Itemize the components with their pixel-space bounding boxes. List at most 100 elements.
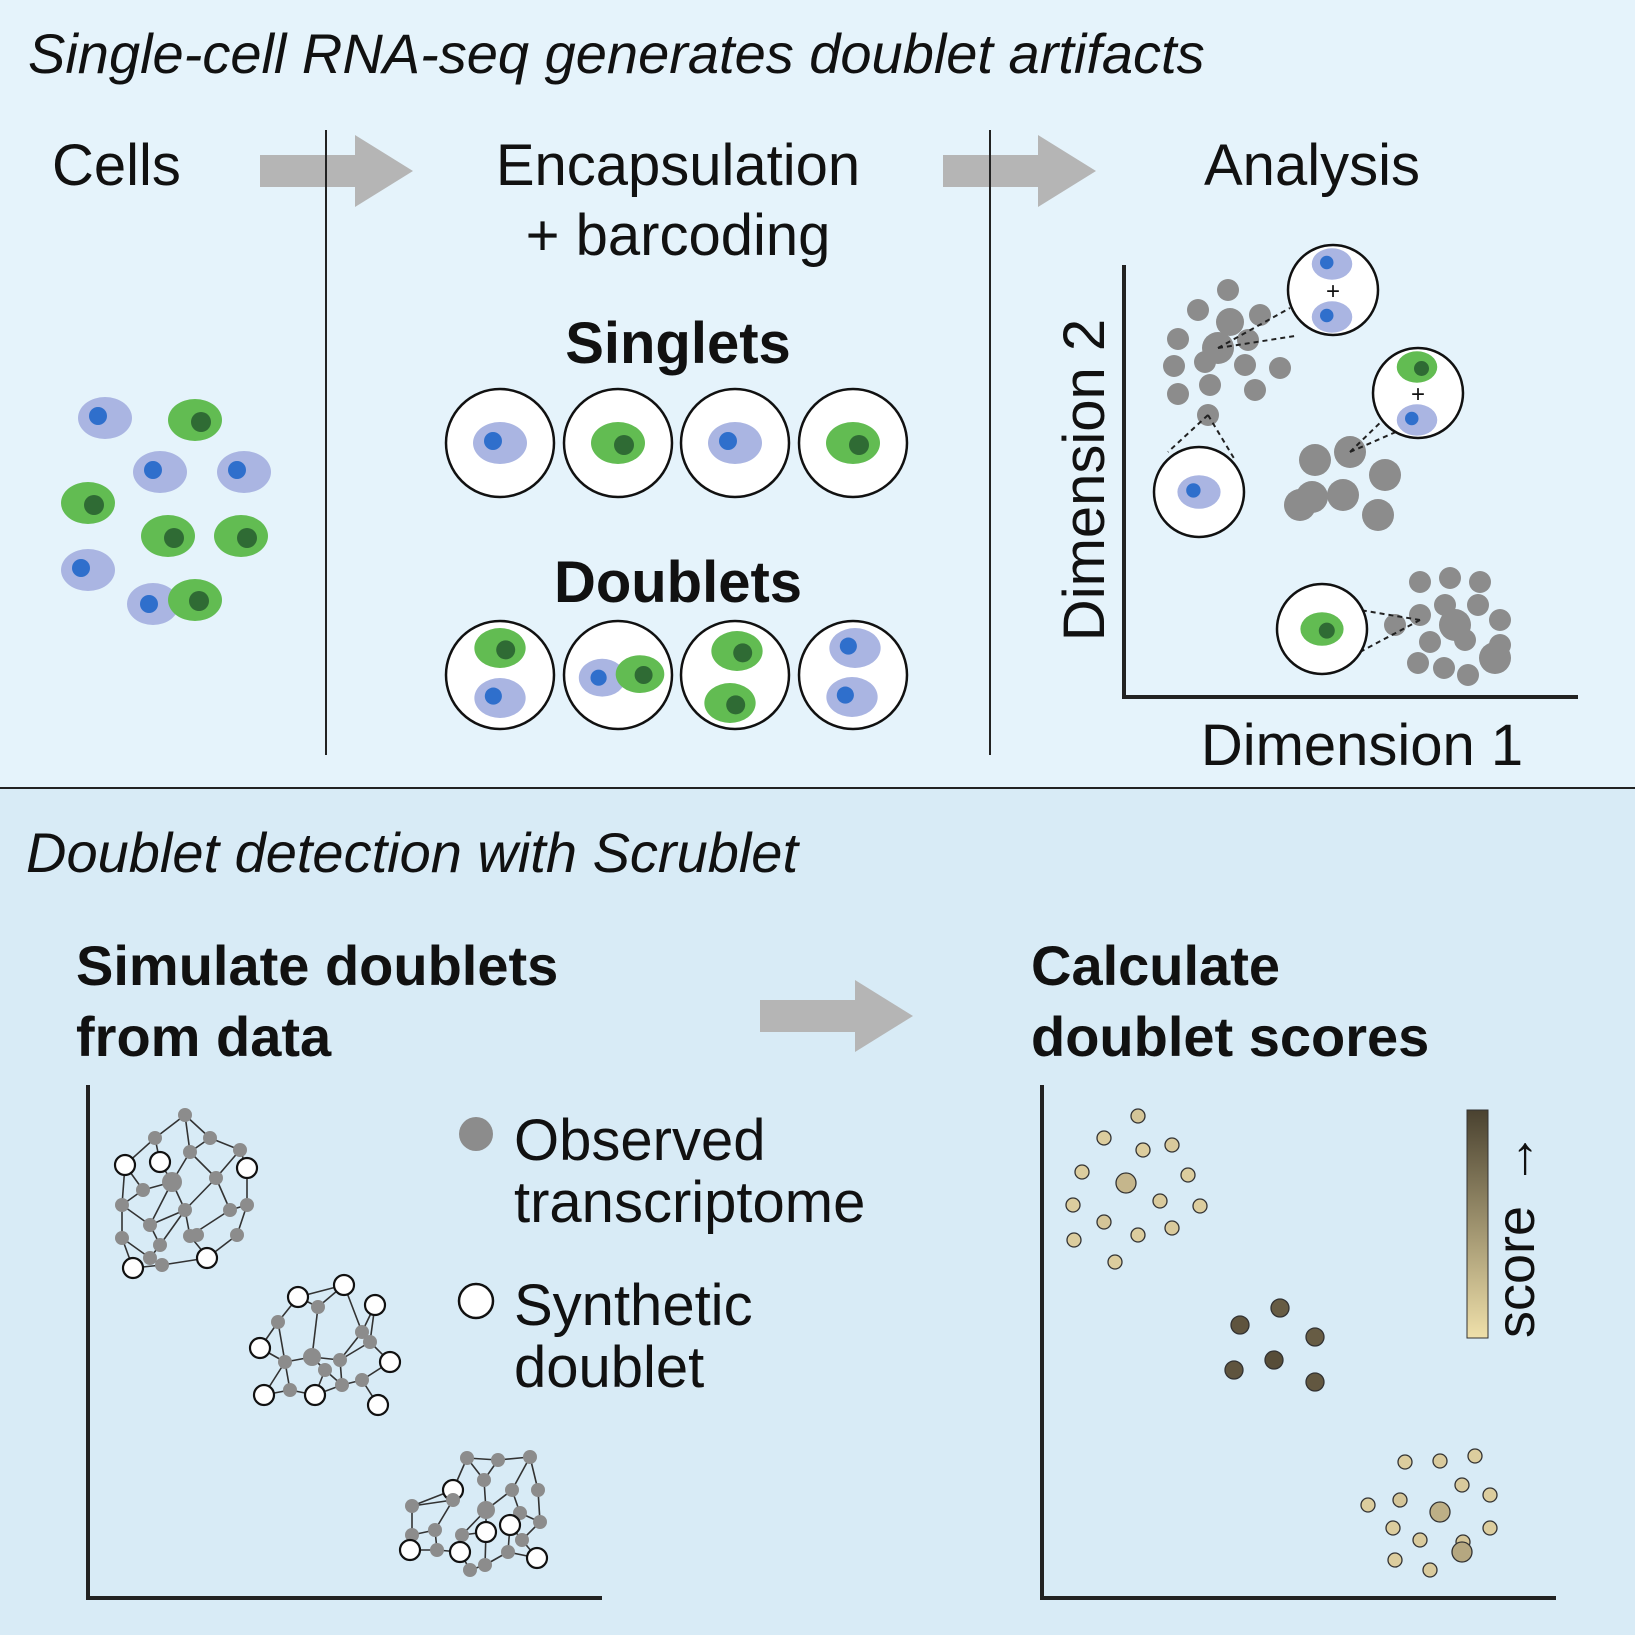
score-point: [1305, 1372, 1325, 1392]
observed-node: [477, 1473, 491, 1487]
score-point: [1074, 1164, 1090, 1180]
observed-node: [333, 1353, 347, 1367]
observed-node: [278, 1355, 292, 1369]
cell-point: [1409, 571, 1431, 593]
analysis-axes: [1122, 265, 1578, 699]
barcoding-label: + barcoding: [526, 203, 831, 268]
cell-point: [1216, 308, 1244, 336]
score-point: [1451, 1541, 1473, 1563]
synthetic-doublet-node: [121, 1256, 145, 1280]
observed-node: [523, 1450, 537, 1464]
cell-point: [1167, 328, 1189, 350]
score-point: [1130, 1227, 1146, 1243]
droplet-icon: [1152, 445, 1246, 539]
synthetic-doublet-node: [113, 1153, 137, 1177]
cell-point: [1269, 357, 1291, 379]
score-point: [1264, 1350, 1284, 1370]
observed-node: [271, 1315, 285, 1329]
cell-point: [1284, 489, 1316, 521]
score-point: [1230, 1315, 1250, 1335]
cell-point: [1479, 642, 1511, 674]
right-arrow-icon: [760, 980, 913, 1052]
zoom-leader-line: [1349, 417, 1386, 453]
droplet-icon: [679, 387, 791, 499]
knn-graph: [398, 1450, 549, 1577]
score-point: [1392, 1492, 1408, 1508]
score-label: score: [1486, 1206, 1546, 1338]
score-point: [1152, 1193, 1168, 1209]
observed-node: [405, 1499, 419, 1513]
bottom-panel-background: [0, 788, 1635, 1635]
observed-node: [162, 1172, 182, 1192]
green-cell-icon: [474, 628, 526, 668]
synthetic-doublet-node: [252, 1383, 276, 1407]
cell-point: [1163, 355, 1185, 377]
synthetic-doublet-node: [378, 1350, 402, 1374]
right-arrow-icon: [260, 135, 413, 207]
doublets-label: Doublets: [554, 550, 802, 615]
score-point: [1360, 1497, 1376, 1513]
score-point: [1192, 1198, 1208, 1214]
observed-node: [515, 1533, 529, 1547]
droplet-icon: +: [1371, 346, 1465, 440]
legend: Observed transcriptome Synthetic doublet: [457, 1108, 865, 1400]
knn-graph: [113, 1108, 259, 1280]
plus-symbol: +: [1326, 278, 1340, 305]
droplet-icon: [444, 387, 556, 499]
top-panel-title: Single-cell RNA-seq generates doublet ar…: [28, 22, 1205, 85]
synthetic-doublet-node: [474, 1520, 498, 1544]
fused-doublet-cell-icon: [578, 655, 665, 697]
observed-node: [533, 1515, 547, 1529]
score-point: [1065, 1197, 1081, 1213]
synthetic-doublet-node: [363, 1293, 387, 1317]
observed-node: [143, 1251, 157, 1265]
score-point: [1224, 1360, 1244, 1380]
cell-point: [1457, 664, 1479, 686]
observed-node: [230, 1228, 244, 1242]
score-point: [1429, 1501, 1451, 1523]
zoom-leader-line: [1167, 414, 1209, 453]
doublet-scores-label: doublet scores: [1031, 1005, 1429, 1068]
bottom-panel-title: Doublet detection with Scrublet: [26, 821, 800, 884]
analysis-zooms: ++: [1152, 243, 1465, 676]
cell-point: [1299, 444, 1331, 476]
synthetic-doublet-node: [148, 1150, 172, 1174]
observed-node: [491, 1453, 505, 1467]
observed-node: [115, 1231, 129, 1245]
observed-node: [223, 1203, 237, 1217]
score-point: [1422, 1562, 1438, 1578]
blue-cell-icon: [826, 677, 878, 717]
score-point: [1432, 1453, 1448, 1469]
right-arrow-icon: [943, 135, 1096, 207]
fused-doublet-cell-icon: [127, 579, 222, 625]
observed-node: [531, 1483, 545, 1497]
observed-node: [303, 1348, 321, 1366]
singlet-droplets: [444, 387, 909, 499]
graph-edge: [184, 1177, 217, 1211]
cell-point: [1234, 354, 1256, 376]
observed-node: [428, 1523, 442, 1537]
zoom-leader-line: [1217, 335, 1296, 349]
observed-node: [311, 1300, 325, 1314]
cell-point: [1194, 351, 1216, 373]
synthetic-doublet-node: [248, 1336, 272, 1360]
cell-point: [1433, 657, 1455, 679]
observed-node: [446, 1493, 460, 1507]
score-points: [1065, 1108, 1498, 1578]
observed-node: [183, 1145, 197, 1159]
legend-observed-line2: transcriptome: [514, 1170, 865, 1235]
legend-observed-line1: Observed: [514, 1108, 765, 1173]
score-point: [1385, 1520, 1401, 1536]
green-cell-icon: [1300, 612, 1344, 646]
observed-node: [363, 1335, 377, 1349]
droplet-icon: [679, 619, 791, 731]
droplet-icon: [1275, 582, 1369, 676]
green-cell-icon: [1396, 351, 1438, 383]
knn-graphs: [113, 1108, 549, 1577]
dimension-2-label: Dimension 2: [1052, 319, 1117, 641]
observed-node: [460, 1451, 474, 1465]
observed-node: [178, 1108, 192, 1122]
green-cell-icon: [826, 422, 880, 464]
loose-cells: [61, 397, 271, 625]
